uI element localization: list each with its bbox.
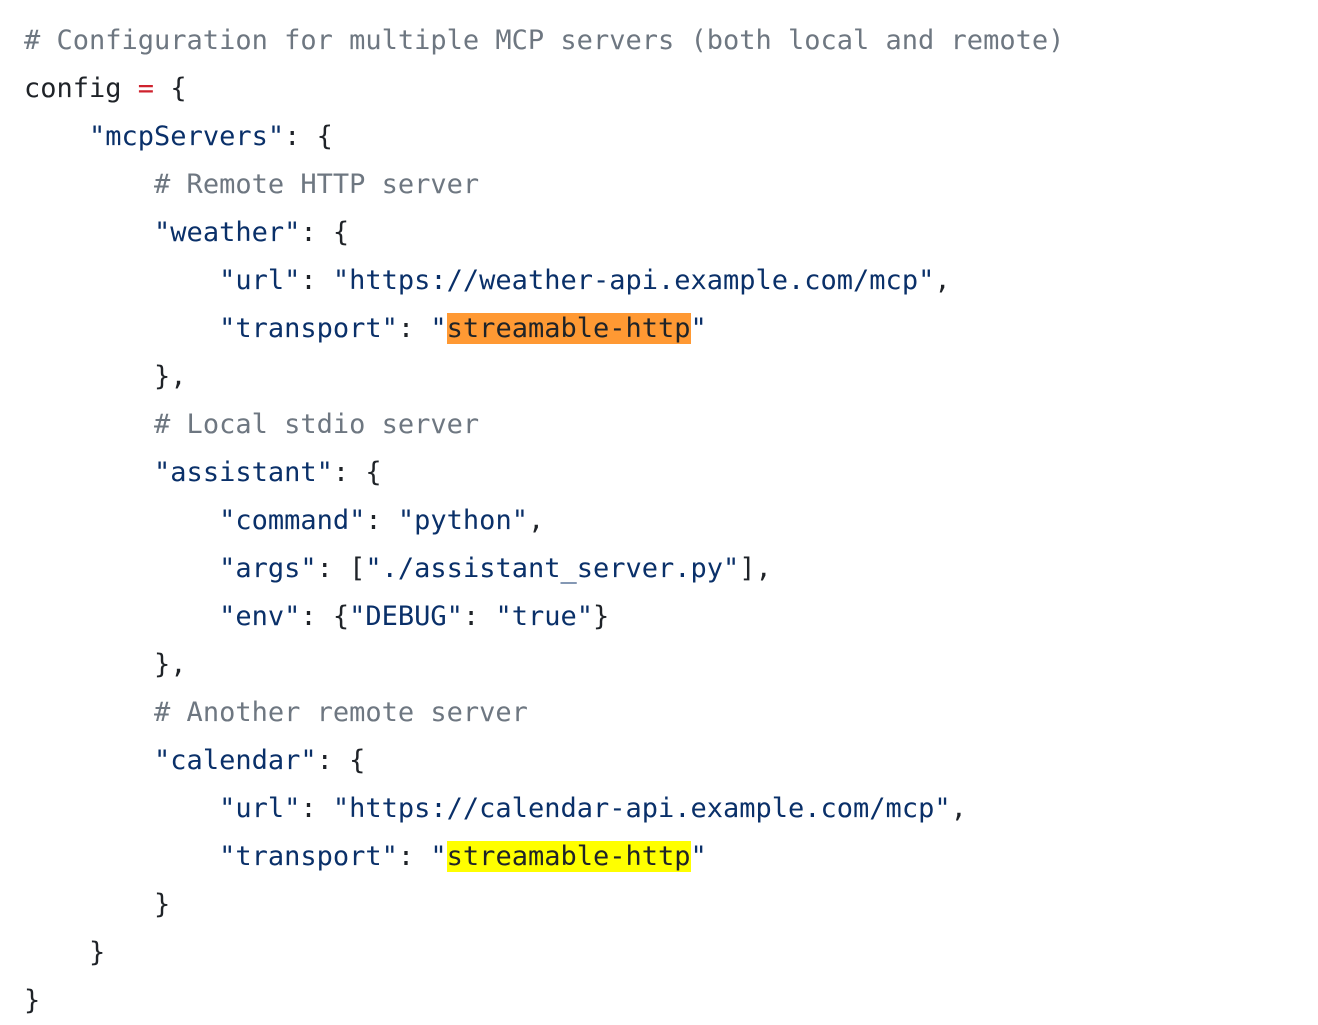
code-string: "python" [397,505,528,536]
code-punctuation: : [300,265,333,296]
code-block: # Configuration for multiple MCP servers… [24,17,1064,1025]
code-string: " [430,313,447,344]
code-string: "command" [219,505,366,536]
code-indent [24,169,154,200]
code-punctuation: , [527,505,545,536]
code-string: "url" [219,793,301,824]
code-indent [24,217,154,248]
code-line: # Another remote server [24,689,1064,737]
code-indent [24,361,154,392]
code-punctuation: : { [300,601,350,632]
code-string: "mcpServers" [89,121,285,152]
code-punctuation: : [365,505,398,536]
code-indent [24,313,219,344]
code-comment: # Remote HTTP server [154,169,480,200]
code-punctuation: }, [154,361,187,392]
code-indent [24,457,154,488]
code-punctuation: { [154,73,187,104]
code-indent [24,601,219,632]
code-line: "weather": { [24,209,1064,257]
code-line: # Remote HTTP server [24,161,1064,209]
code-string: "url" [219,265,301,296]
code-indent [24,793,219,824]
code-line: "calendar": { [24,737,1064,785]
code-punctuation: } [24,985,41,1016]
code-string: " [690,841,707,872]
code-punctuation: : { [300,217,350,248]
code-indent [24,505,219,536]
code-line: }, [24,641,1064,689]
code-indent [24,841,219,872]
code-operator: = [137,73,155,104]
code-line: } [24,881,1064,929]
code-indent [24,409,154,440]
code-punctuation: ], [739,553,772,584]
code-string: "DEBUG" [349,601,463,632]
code-line: } [24,977,1064,1025]
code-string: "calendar" [154,745,317,776]
code-string: "https://calendar-api.example.com/mcp" [332,793,951,824]
code-punctuation: } [89,937,106,968]
code-punctuation: , [950,793,967,824]
code-string: "weather" [154,217,301,248]
code-line: # Configuration for multiple MCP servers… [24,17,1064,65]
code-punctuation: : [ [316,553,366,584]
code-line: "url": "https://weather-api.example.com/… [24,257,1064,305]
code-line: }, [24,353,1064,401]
code-string: "transport" [219,841,398,872]
code-string: "transport" [219,313,398,344]
code-punctuation: }, [154,649,187,680]
code-line: config = { [24,65,1064,113]
code-identifier: config [24,73,138,104]
code-string: "https://weather-api.example.com/mcp" [332,265,935,296]
code-string: "args" [219,553,317,584]
code-punctuation: : [397,313,431,344]
code-line: # Local stdio server [24,401,1064,449]
code-indent [24,553,219,584]
code-punctuation: : [462,601,496,632]
code-punctuation: : [397,841,431,872]
code-indent [24,937,89,968]
code-indent [24,697,154,728]
code-line: "assistant": { [24,449,1064,497]
code-line: "transport": "streamable-http" [24,833,1064,881]
code-highlight: streamable-http [446,313,691,344]
code-string: "./assistant_server.py" [365,553,740,584]
code-highlight: streamable-http [446,841,691,872]
code-comment: # Local stdio server [154,409,480,440]
code-comment: # Configuration for multiple MCP servers… [24,25,1065,56]
code-string: "env" [219,601,301,632]
code-line: "command": "python", [24,497,1064,545]
code-line: "transport": "streamable-http" [24,305,1064,353]
code-comment: # Another remote server [154,697,528,728]
code-string: " [690,313,707,344]
code-indent [24,121,89,152]
code-string: " [430,841,447,872]
code-punctuation: : [300,793,333,824]
code-indent [24,265,219,296]
code-punctuation: } [593,601,610,632]
code-string: "assistant" [154,457,333,488]
code-punctuation: : { [284,121,333,152]
code-punctuation: : { [316,745,366,776]
code-indent [24,889,154,920]
code-punctuation: , [934,265,951,296]
code-indent [24,649,154,680]
code-line: "env": {"DEBUG": "true"} [24,593,1064,641]
code-string: "true" [495,601,593,632]
code-line: } [24,929,1064,977]
code-line: "mcpServers": { [24,113,1064,161]
code-line: "args": ["./assistant_server.py"], [24,545,1064,593]
code-indent [24,745,154,776]
code-punctuation: : { [332,457,382,488]
code-punctuation: } [154,889,171,920]
code-line: "url": "https://calendar-api.example.com… [24,785,1064,833]
